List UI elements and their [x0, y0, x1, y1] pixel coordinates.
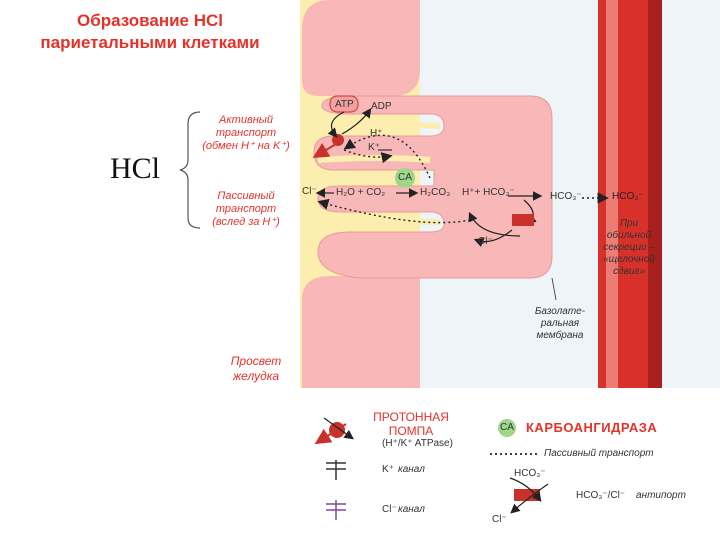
- legend-antiport-hco3: HCO₃⁻: [514, 468, 546, 479]
- canaliculus-lower: [317, 218, 441, 225]
- legend-cl-channel-icon: [326, 500, 346, 520]
- atp-arrow: [327, 111, 345, 138]
- upper-cell: [302, 0, 420, 96]
- brace: [179, 111, 201, 229]
- legend-ca-badge: CA: [500, 422, 514, 433]
- cl-out-label: Cl⁻: [302, 186, 317, 197]
- alkaline-line-2: обильной: [606, 230, 652, 241]
- legend-antiport-pair: HCO₃⁻/Cl⁻: [576, 490, 626, 501]
- legend-k-channel-icon: [326, 460, 346, 480]
- cl-in-curve: [468, 211, 521, 237]
- passive-transport-note: Пассивный транспорт (вслед за H⁺): [198, 190, 294, 229]
- legend-pump-title: ПРОТОННАЯ ПОМПА: [362, 410, 460, 438]
- basolateral-membrane-note: Базолате- ральная мембрана: [522, 306, 598, 342]
- active-transport-note: Активный транспорт (обмен H⁺ на K⁺): [198, 114, 294, 153]
- alkaline-line-1: При: [619, 218, 639, 229]
- alkaline-shift-note: При обильной секреции – «щелочной сдвиг»: [592, 218, 666, 278]
- reaction-mid: H₂CO₃: [420, 187, 451, 198]
- atp-label: ATP: [335, 99, 354, 110]
- legend-ca-icon: [498, 419, 516, 437]
- canaliculus-mid: [317, 155, 431, 163]
- legend-ca-label: КАРБОАНГИДРАЗА: [526, 420, 658, 435]
- active-note-line-3: (обмен H⁺ на K⁺): [202, 140, 290, 152]
- h-plus-label: H⁺: [370, 128, 383, 139]
- adp-label: ADP: [371, 101, 392, 112]
- title-line-2: париетальными клетками: [40, 33, 260, 52]
- antiporter-cl-arrow: [473, 229, 513, 248]
- passive-note-line-2: транспорт: [215, 203, 277, 215]
- canaliculus-upper: [321, 121, 441, 129]
- ca-label: CA: [398, 172, 412, 183]
- hco3-in-label: HCO₃⁻: [550, 191, 582, 202]
- cl-in-label: Cl⁻: [478, 236, 493, 247]
- passive-note-line-3: (вслед за H⁺): [212, 216, 280, 228]
- gastric-lumen-note: Просвет желудка: [216, 354, 296, 384]
- pump-title-line-2: ПОМПА: [388, 424, 434, 438]
- h-dotted: [343, 134, 431, 179]
- k-dotted: [343, 149, 393, 164]
- basolateral-line-2: ральная: [540, 318, 580, 329]
- hcl-formula: HCl: [110, 152, 161, 185]
- legend-k-ion: K⁺: [382, 464, 394, 475]
- pump-out-arrow: [312, 142, 337, 159]
- legend-antiport-arrow-2: [510, 483, 549, 514]
- legend-passive-label: Пассивный транспорт: [544, 448, 654, 459]
- ca-enzyme: [395, 168, 415, 188]
- title-line-1: Образование HCl: [76, 11, 224, 30]
- active-note-line-1: Активный: [219, 114, 273, 126]
- basolateral-pointer: [551, 277, 557, 301]
- lumen-line-2: желудка: [232, 369, 280, 383]
- blood-vessel-shade: [648, 0, 662, 388]
- legend-k-channel-label: канал: [398, 464, 425, 475]
- legend-pump-arrow: [314, 423, 347, 445]
- lumen-line-1: Просвет: [230, 354, 282, 368]
- alkaline-line-3: секреции –: [603, 242, 655, 253]
- passive-note-line-1: Пассивный: [217, 190, 275, 202]
- reaction-left: H₂O + CO₂: [336, 187, 386, 198]
- alkaline-line-4: «щелочной: [603, 254, 655, 265]
- k-plus-label: K⁺: [368, 142, 380, 153]
- legend-antiport-cl: Cl⁻: [492, 514, 507, 525]
- antiporter: [512, 214, 534, 226]
- legend-antiport-arrow-1: [509, 477, 542, 502]
- legend-cl-ion: Cl⁻: [382, 504, 397, 515]
- blood-vessel-highlight: [606, 0, 618, 388]
- adp-arrow: [341, 108, 372, 135]
- basolateral-line-3: мембрана: [536, 330, 584, 341]
- alkaline-line-5: сдвиг»: [613, 266, 645, 277]
- basolateral-line-1: Базолате-: [534, 306, 586, 317]
- hco3-out-label: HCO₃⁻: [612, 191, 644, 202]
- lower-cell: [302, 276, 420, 388]
- legend-cl-channel-label: канал: [398, 504, 425, 515]
- legend-pump-sub: (H⁺/K⁺ ATPase): [382, 438, 453, 449]
- legend-pump-line: [323, 417, 354, 440]
- legend-antiport-label: антипорт: [636, 490, 686, 501]
- active-note-line-2: транспорт: [215, 127, 277, 139]
- pump-title-line-1: ПРОТОННАЯ: [373, 410, 449, 424]
- reaction-right: H⁺+ HCO₃⁻: [462, 187, 515, 198]
- page-title: Образование HCl париетальными клетками: [10, 10, 290, 54]
